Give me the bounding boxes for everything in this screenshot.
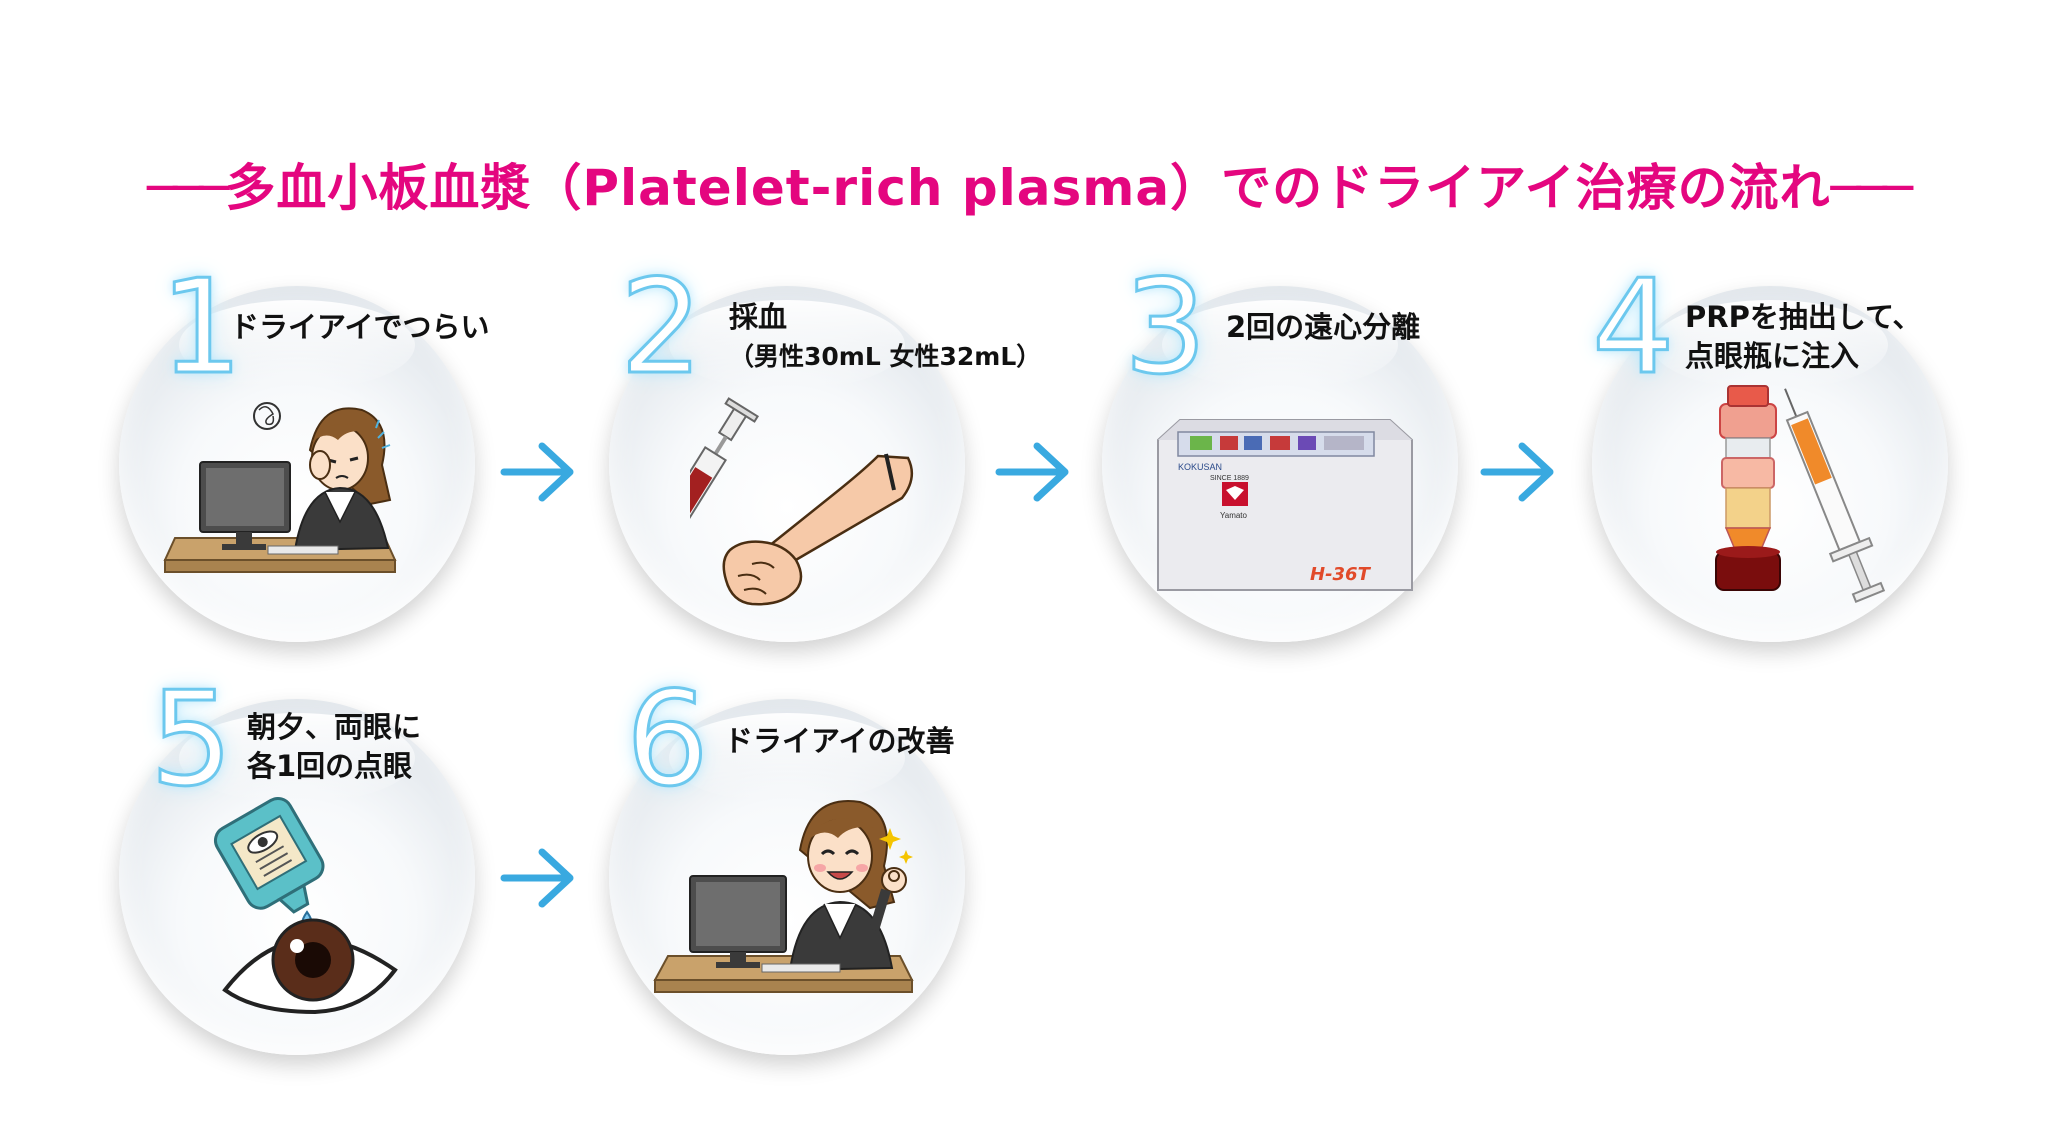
centrifuge-since-text: SINCE 1889 [1210,475,1249,482]
arrow-right-icon [500,848,574,908]
step-6-number: 6 [625,663,711,815]
title-text: 多血小板血漿（Platelet-rich plasma）でのドライアイ治療の流れ [225,159,1831,217]
step-5-label: 朝夕、両眼に 各1回の点眼 [247,708,421,786]
step-2-label-line1: 採血 [729,300,788,334]
step-3-label-line1: 2回の遠心分離 [1226,310,1421,344]
step-5-label-line2: 各1回の点眼 [247,749,413,783]
step-4-number: 4 [1591,251,1677,403]
centrifuge-model-text: H-36T [1310,564,1372,585]
step-3-number: 3 [1123,251,1209,403]
step-5-number: 5 [149,663,235,815]
arrow-right-icon [500,442,574,502]
step-4-label-line2: 点眼瓶に注入 [1685,339,1860,373]
step-1-bubble [119,286,475,642]
happy-woman-at-computer-illustration [653,800,914,993]
step-2-label: 採血 （男性30mL 女性32mL） [729,298,1041,376]
prp-bottle-syringe-illustration [1715,385,1886,603]
centrifuge-machine-illustration: KOKUSAN Yamato SINCE 1889 H-36T [1157,419,1413,591]
step-3-label: 2回の遠心分離 [1226,308,1420,347]
eye-drop-illustration [213,796,398,1015]
centrifuge-maker-text: Yamato [1220,511,1248,520]
blood-draw-arm-syringe-illustration [690,397,914,606]
page-title: ───多血小板血漿（Platelet-rich plasma）でのドライアイ治療… [0,148,2056,220]
arrow-right-icon [1480,442,1554,502]
step-6-label: ドライアイの改善 [724,722,955,761]
title-dash-left: ─── [147,159,229,217]
step-4-label-line1: PRPを抽出して、 [1685,300,1922,334]
step-6-label-line1: ドライアイの改善 [724,724,955,758]
centrifuge-brand-text: KOKUSAN [1178,462,1222,472]
worried-woman-at-computer-illustration [163,402,397,573]
step-1-number: 1 [159,251,245,403]
arrow-right-icon [995,442,1069,502]
step-1-label-line1: ドライアイでつらい [230,310,490,344]
step-2-number: 2 [619,251,705,403]
step-5-label-line1: 朝夕、両眼に [247,710,422,744]
step-1-label: ドライアイでつらい [230,308,490,347]
step-4-label: PRPを抽出して、 点眼瓶に注入 [1685,298,1922,376]
step-6-bubble [609,699,965,1055]
step-2-label-line2: （男性30mL 女性32mL） [729,342,1042,371]
title-dash-right: ─── [1830,159,1913,217]
